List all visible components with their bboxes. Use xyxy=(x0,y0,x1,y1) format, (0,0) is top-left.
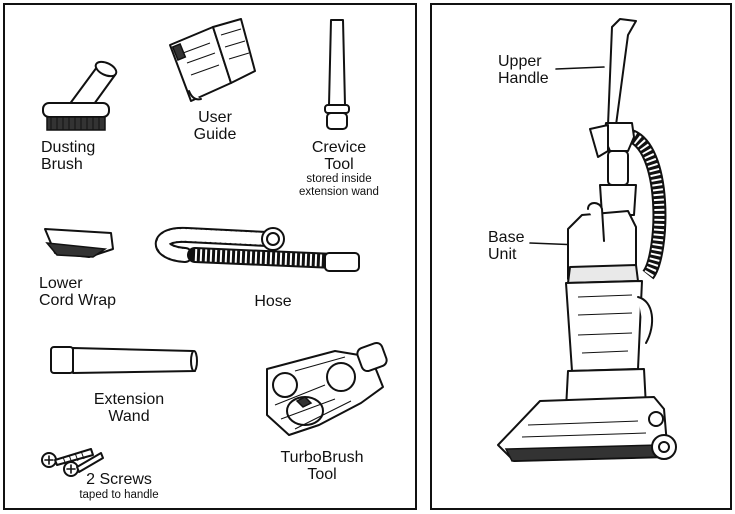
user-guide-illustration xyxy=(169,18,256,102)
extension-wand-illustration xyxy=(50,346,198,374)
lower-cord-wrap-label: Lower Cord Wrap xyxy=(39,275,117,309)
upper-handle-leader-line xyxy=(555,66,605,70)
vacuum-illustration xyxy=(497,18,677,462)
hose-illustration xyxy=(155,226,360,272)
user-guide-label: User Guide xyxy=(193,109,237,143)
turbobrush-illustration xyxy=(266,341,388,436)
upper-handle xyxy=(607,18,637,126)
accessories-illustration xyxy=(41,18,388,477)
turbobrush-tool-label: TurboBrush Tool xyxy=(280,449,364,483)
base-unit-label: Base Unit xyxy=(488,229,525,263)
upper-handle-label: Upper Handle xyxy=(498,53,549,87)
dusting-brush-label: Dusting Brush xyxy=(41,139,96,173)
accessories-panel: Dusting Brush User Guide Crevice Tool st… xyxy=(3,3,417,510)
lower-cord-wrap-illustration xyxy=(44,228,114,258)
crevice-tool-illustration xyxy=(324,19,350,130)
crevice-tool-note: stored inside extension wand xyxy=(299,173,379,198)
hose-label: Hose xyxy=(254,293,292,310)
vacuum-panel: Upper Handle Base Unit xyxy=(430,3,732,510)
crevice-tool-label: Crevice Tool xyxy=(311,139,367,173)
dusting-brush-illustration xyxy=(42,60,118,131)
screws-label: 2 Screws xyxy=(86,471,152,488)
screws-note: taped to handle xyxy=(79,489,159,501)
extension-wand-label: Extension Wand xyxy=(93,391,165,425)
screws-illustration xyxy=(41,448,104,477)
